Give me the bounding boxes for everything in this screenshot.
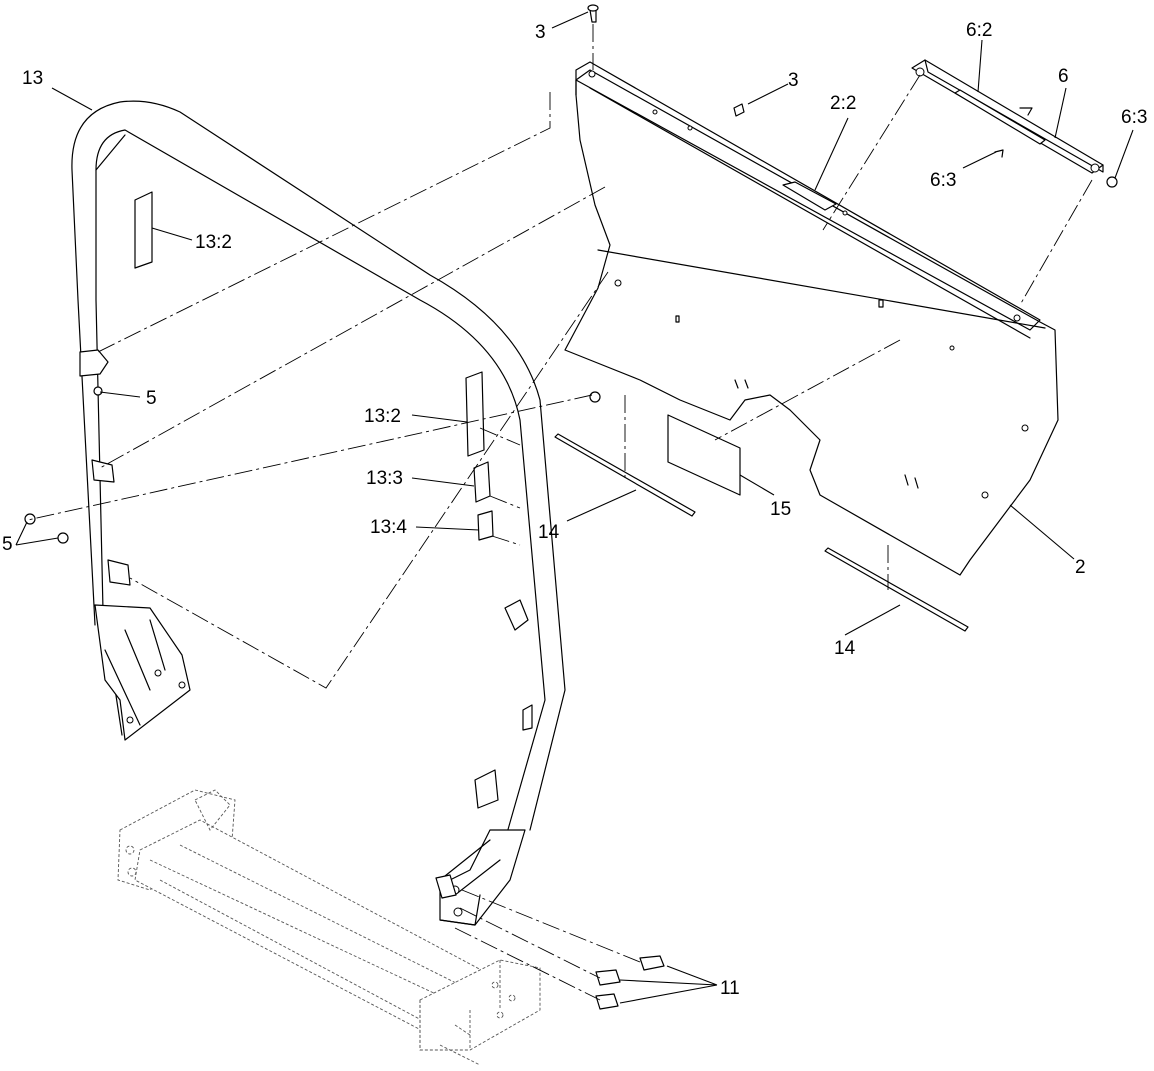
callout-3-top: 3 [535,22,546,43]
callout-14-left: 14 [538,522,560,543]
roll-bar [71,100,566,926]
callout-13-2-left: 13:2 [195,232,232,253]
decal-15 [667,414,741,496]
callout-13-3: 13:3 [366,468,403,489]
callout-13-4: 13:4 [370,517,407,538]
callout-5-left: 5 [2,534,13,555]
callout-6-3-right: 6:3 [1121,107,1147,128]
callout-6: 6 [1058,66,1069,87]
callout-6-3-mid: 6:3 [930,170,956,191]
decal-13-2-left [134,191,153,269]
bolt-11-c [595,993,619,1010]
callout-2: 2 [1075,557,1086,578]
nut-5-lower-a [24,513,36,525]
frame-crossmember-ghost [117,789,541,1066]
bracket-6 [911,59,1118,188]
nut-panel [589,391,601,403]
rear-panel [564,61,1059,576]
callout-14-right: 14 [834,638,856,659]
bolt-11-b [595,969,621,986]
callout-13: 13 [22,68,43,89]
nut-5-upper [93,386,103,396]
bolt-11-a [639,955,665,971]
decal-13-3 [473,461,491,503]
callout-labels: 13 3 3 2:2 6:2 6 6:3 6:3 13:2 5 5 13:2 1… [2,20,1147,999]
screw-3-mid [733,103,745,117]
callout-3-mid: 3 [788,70,799,91]
edge-trim-14-right [824,547,969,632]
nut-5-lower-b [57,532,69,544]
callout-2-2: 2:2 [830,93,856,114]
decal-13-2-mid [465,371,485,457]
assembly-lines [27,24,1093,1001]
decal-13-4 [477,510,494,541]
callout-6-2: 6:2 [966,20,992,41]
leader-lines [15,11,1134,1004]
callout-15: 15 [770,499,791,520]
callout-11: 11 [720,978,740,999]
bolt-3-top [587,4,599,23]
callout-5-right: 5 [146,388,157,409]
callout-13-2-mid: 13:2 [364,406,401,427]
